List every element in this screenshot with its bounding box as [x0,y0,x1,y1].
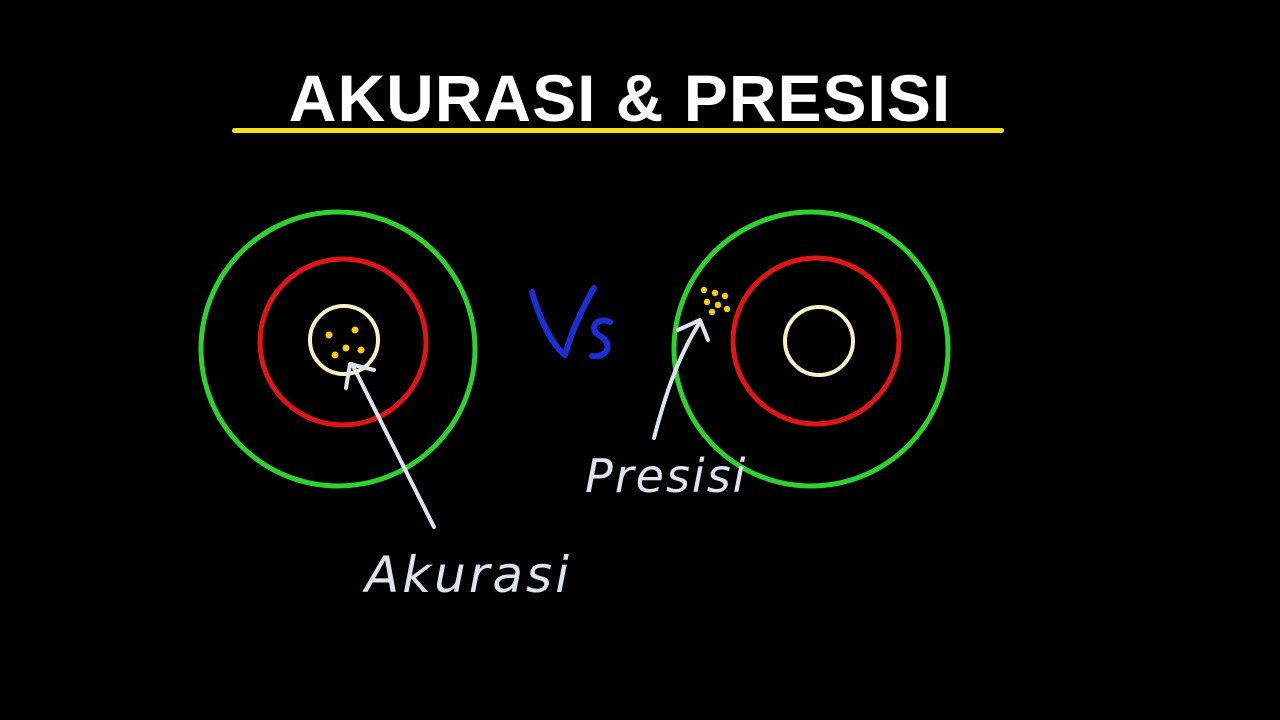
right-target [671,209,951,489]
left-outer-ring [198,209,478,489]
left-dot-cluster [325,326,365,359]
hit-dot [331,351,339,359]
right-outer-ring [671,209,951,489]
precision-arrowhead [676,318,710,342]
right-middle-ring [730,255,902,427]
accuracy-arrow [350,362,436,529]
right-inner-ring [783,305,855,377]
hit-dot [714,301,722,309]
vs-label [529,285,613,360]
vs-letter-s [589,317,613,360]
hit-dot [351,326,359,334]
precision-label: Presisi [585,449,747,503]
hit-dot [721,292,729,300]
hit-dot [723,305,731,313]
vs-letter-v [529,285,597,358]
hit-dot [700,286,708,294]
hit-dot [342,344,350,352]
hit-dot [711,289,719,297]
accuracy-arrowhead [344,362,376,390]
arrows [344,318,710,529]
left-middle-ring [257,256,429,428]
hit-dot [325,331,333,339]
precision-arrow [652,320,702,440]
hit-dot [703,298,711,306]
left-inner-ring [308,304,380,376]
accuracy-label: Akurasi [362,546,572,604]
title-underline [232,128,1004,133]
hit-dot [708,308,716,316]
page-title: AKURASI & PRESISI [288,61,952,135]
right-dot-cluster [700,286,731,316]
left-target [198,209,478,489]
hit-dot [357,346,365,354]
